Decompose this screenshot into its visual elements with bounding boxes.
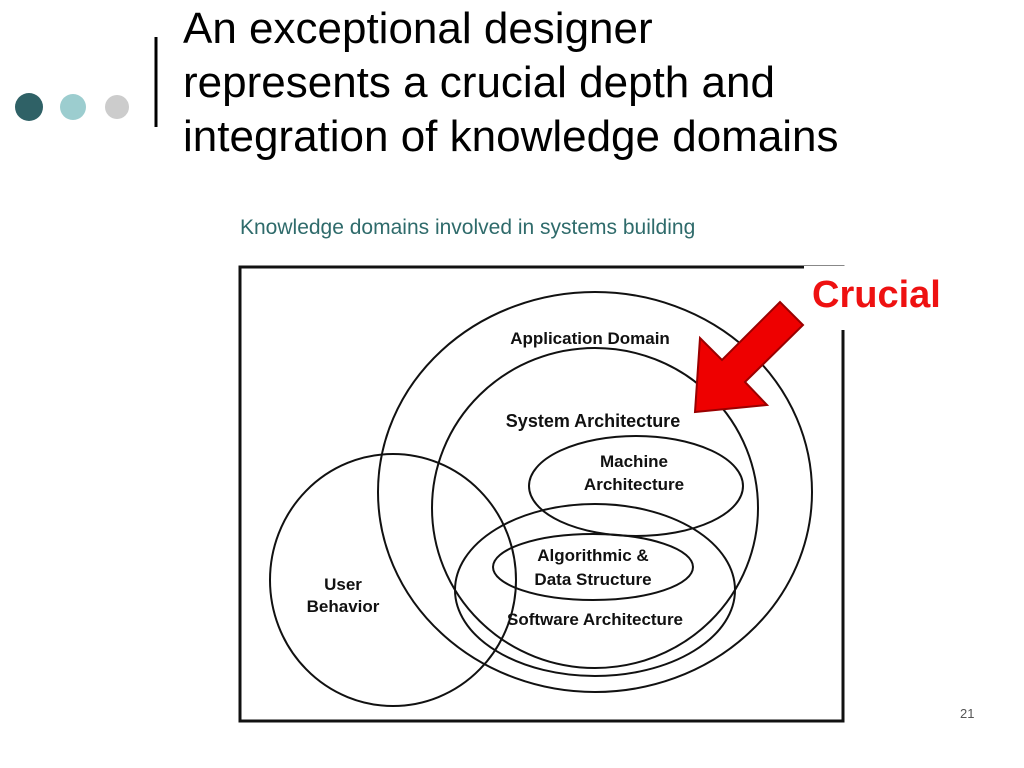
title-line-1: An exceptional designer bbox=[183, 4, 653, 53]
label-user-line-1: User bbox=[324, 575, 362, 594]
slide-title: An exceptional designer represents a cru… bbox=[183, 2, 1003, 164]
title-line-2: represents a crucial depth and bbox=[183, 58, 775, 107]
user-behavior-circle bbox=[269, 453, 517, 707]
system-architecture-circle bbox=[431, 347, 759, 669]
title-line-3: integration of knowledge domains bbox=[183, 112, 839, 161]
diagram-frame bbox=[238, 265, 845, 723]
label-machine-line-1: Machine bbox=[600, 452, 668, 471]
callout-background bbox=[804, 266, 972, 330]
algorithmic-ellipse bbox=[492, 533, 694, 601]
arrow-icon bbox=[693, 300, 805, 414]
diagram-caption: Knowledge domains involved in systems bu… bbox=[240, 216, 696, 239]
software-architecture-ellipse bbox=[454, 503, 736, 677]
application-domain-circle bbox=[377, 291, 813, 693]
label-user-line-2: Behavior bbox=[307, 597, 380, 616]
label-software-architecture: Software Architecture bbox=[507, 610, 683, 629]
machine-architecture-ellipse bbox=[528, 435, 744, 537]
page-number: 21 bbox=[960, 706, 975, 721]
label-machine-line-2: Architecture bbox=[584, 475, 684, 494]
label-application-domain: Application Domain bbox=[510, 329, 670, 348]
crucial-callout: Crucial bbox=[812, 274, 941, 316]
label-algorithmic-line-2: Data Structure bbox=[534, 570, 651, 589]
label-system-architecture: System Architecture bbox=[506, 411, 680, 431]
label-algorithmic-line-1: Algorithmic & bbox=[537, 546, 648, 565]
